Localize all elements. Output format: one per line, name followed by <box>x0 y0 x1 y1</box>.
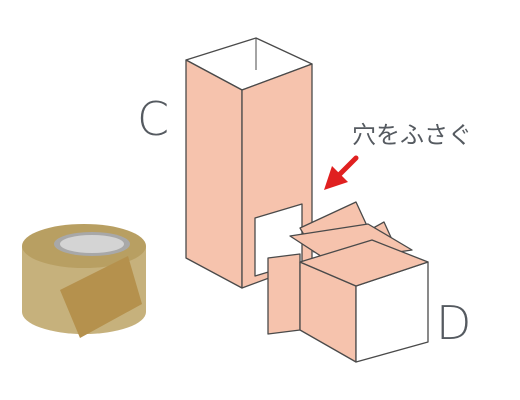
annotation-text: 穴をふさぐ <box>352 121 472 149</box>
box-d-flap-left <box>267 253 301 335</box>
label-box-d: D <box>436 296 471 350</box>
box-c-left-face <box>185 59 243 289</box>
tape-roll-core-hole <box>60 235 124 253</box>
box-d <box>267 201 429 363</box>
box-d-top-face <box>299 239 429 287</box>
label-box-c: C <box>137 92 169 146</box>
box-c <box>185 37 313 289</box>
tape-roll-icon <box>22 224 146 338</box>
tape-strip-flap <box>60 256 142 338</box>
arrow-pointing-icon <box>324 155 359 190</box>
